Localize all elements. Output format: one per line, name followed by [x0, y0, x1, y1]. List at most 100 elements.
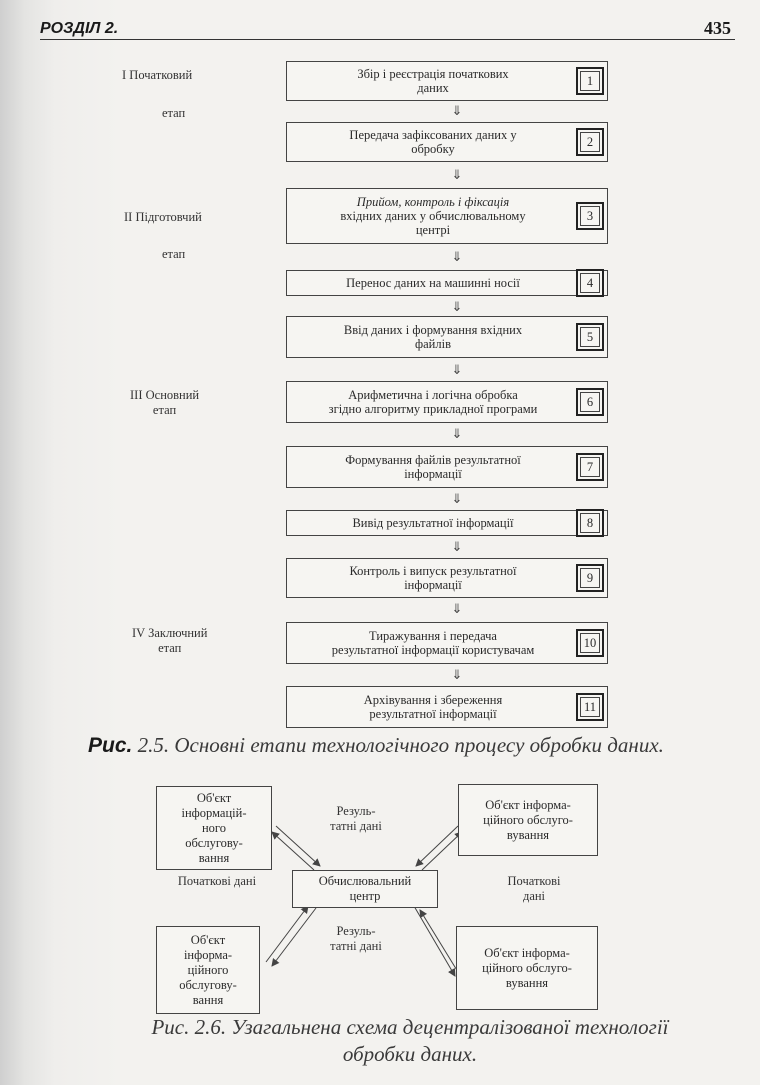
step-number-5: 5: [576, 323, 604, 351]
label-results-bottom: Резуль- татні дані: [316, 924, 396, 954]
obj-line: вання: [192, 992, 224, 1007]
step-2-line: обробку: [411, 142, 455, 156]
obj-line: вування: [506, 827, 550, 842]
caption-line: Рис. 2.6. Узагальнена схема децентралізо…: [151, 1015, 669, 1039]
obj-line: ційного обслуго-: [483, 812, 573, 827]
label-results-top: Резуль- татні дані: [316, 804, 396, 834]
step-11-line: Архівування і збереження: [363, 693, 503, 707]
obj-line: ного: [201, 820, 226, 835]
step-number-9: 9: [576, 564, 604, 592]
section-title: РОЗДІЛ 2.: [40, 20, 119, 37]
flow-arrow: ⇓: [451, 491, 463, 506]
arrow-center-to-br: [413, 905, 456, 977]
step-number-2: 2: [576, 128, 604, 156]
step-9-line: інформації: [404, 578, 462, 592]
obj-line: вування: [505, 975, 549, 990]
label-line: Резуль-: [336, 804, 376, 818]
arrow-br-to-center: [419, 909, 459, 973]
obj-line: обслугову-: [179, 977, 237, 992]
stage-label-4: IV Заключний етап: [132, 626, 207, 656]
caption-text: 2.5. Основні етапи технологічного процес…: [132, 733, 664, 757]
step-number-7: 7: [576, 453, 604, 481]
step-3-line: Прийом, контроль і фіксація: [356, 195, 510, 209]
figure-2-6-caption: Рис. 2.6. Узагальнена схема децентралізо…: [100, 1014, 720, 1068]
step-number-6: 6: [576, 388, 604, 416]
obj-line: інформа-: [183, 947, 233, 962]
page-number: 435: [704, 18, 731, 38]
flow-arrow: ⇓: [451, 299, 463, 314]
arrow-tr-to-center: [415, 825, 459, 867]
step-11-line: результатної інформації: [369, 707, 497, 721]
step-4-line: Перенос даних на машинні носії: [346, 276, 520, 290]
step-3-line: вхідних даних у обчислювальному: [340, 209, 526, 223]
arrow-center-to-tl: [271, 831, 315, 871]
service-object-top-left: Об'єкт інформацій- ного обслугову- вання: [156, 786, 272, 870]
step-box-4: Перенос даних на машинні носії 4: [286, 269, 608, 297]
center-line: центр: [349, 889, 381, 903]
step-7-line: інформації: [404, 467, 462, 481]
label-line: Резуль-: [336, 924, 376, 938]
obj-line: вання: [198, 850, 230, 865]
flow-arrow: ⇓: [451, 667, 463, 682]
step-5-line: Ввід даних і формування вхідних: [343, 323, 523, 337]
step-7-line: Формування файлів результатної: [345, 453, 521, 467]
label-line: Початкові: [507, 874, 561, 888]
header-rule: [40, 39, 735, 40]
arrow-bl-to-center: [265, 905, 309, 963]
caption-prefix: Рис.: [88, 734, 133, 757]
obj-line: Об'єкт інформа-: [485, 797, 571, 812]
step-2-line: Передача зафіксованих даних у: [349, 128, 517, 142]
stage-1-word: етап: [162, 106, 186, 120]
service-object-top-right: Об'єкт інформа- ційного обслуго- вування: [458, 784, 598, 856]
computing-center: Обчислювальний центр: [292, 870, 438, 908]
step-number-3: 3: [576, 202, 604, 230]
step-number-11: 11: [576, 693, 604, 721]
flow-arrow: ⇓: [451, 539, 463, 554]
step-number-8: 8: [576, 509, 604, 537]
step-9-line: Контроль і випуск результатної: [349, 564, 517, 578]
step-10-line: результатної інформації користувачам: [331, 643, 535, 657]
stage-1-title: І Початковий: [122, 68, 193, 82]
label-line: татні дані: [330, 819, 382, 833]
arrow-tl-to-center: [275, 825, 321, 867]
obj-line: обслугову-: [185, 835, 243, 850]
step-number-10: 10: [576, 629, 604, 657]
step-8-line: Вивід результатної інформації: [352, 516, 514, 530]
figure-2-5-caption: Рис. 2.5. Основні етапи технологічного п…: [88, 733, 664, 758]
step-10-line: Тиражування і передача: [369, 629, 497, 643]
stage-label-2: ІІ Підготовчий етап: [124, 210, 202, 262]
obj-line: Об'єкт інформа-: [484, 945, 570, 960]
stage-4-word: етап: [158, 641, 182, 655]
flow-arrow: ⇓: [451, 249, 463, 264]
step-6-line: згідно алгоритму прикладної програми: [328, 402, 538, 416]
stage-2-word: етап: [162, 247, 186, 261]
service-object-bottom-left: Об'єкт інформа- ційного обслугову- вання: [156, 926, 260, 1014]
caption-line: обробки даних.: [342, 1042, 478, 1066]
label-line: татні дані: [330, 939, 382, 953]
label-initial-right: Початкові дані: [494, 874, 574, 904]
step-number-1: 1: [576, 67, 604, 95]
flow-arrow: ⇓: [451, 426, 463, 441]
step-1-line: даних: [417, 81, 449, 95]
flow-arrow: ⇓: [451, 601, 463, 616]
step-5-line: файлів: [415, 337, 451, 351]
flow-arrow: ⇓: [451, 167, 463, 182]
obj-line: інформацій-: [181, 805, 247, 820]
obj-line: Об'єкт: [196, 790, 232, 805]
step-3-line: центрі: [415, 223, 451, 237]
stage-label-3: ІІІ Основний етап: [130, 388, 199, 418]
obj-line: Об'єкт: [190, 932, 226, 947]
stage-label-1: І Початковий етап: [122, 68, 192, 121]
obj-line: ційного: [187, 962, 229, 977]
service-object-bottom-right: Об'єкт інформа- ційного обслуго- вування: [456, 926, 598, 1010]
arrow-center-to-bl: [271, 907, 317, 967]
arrow-center-to-tr: [421, 831, 463, 871]
